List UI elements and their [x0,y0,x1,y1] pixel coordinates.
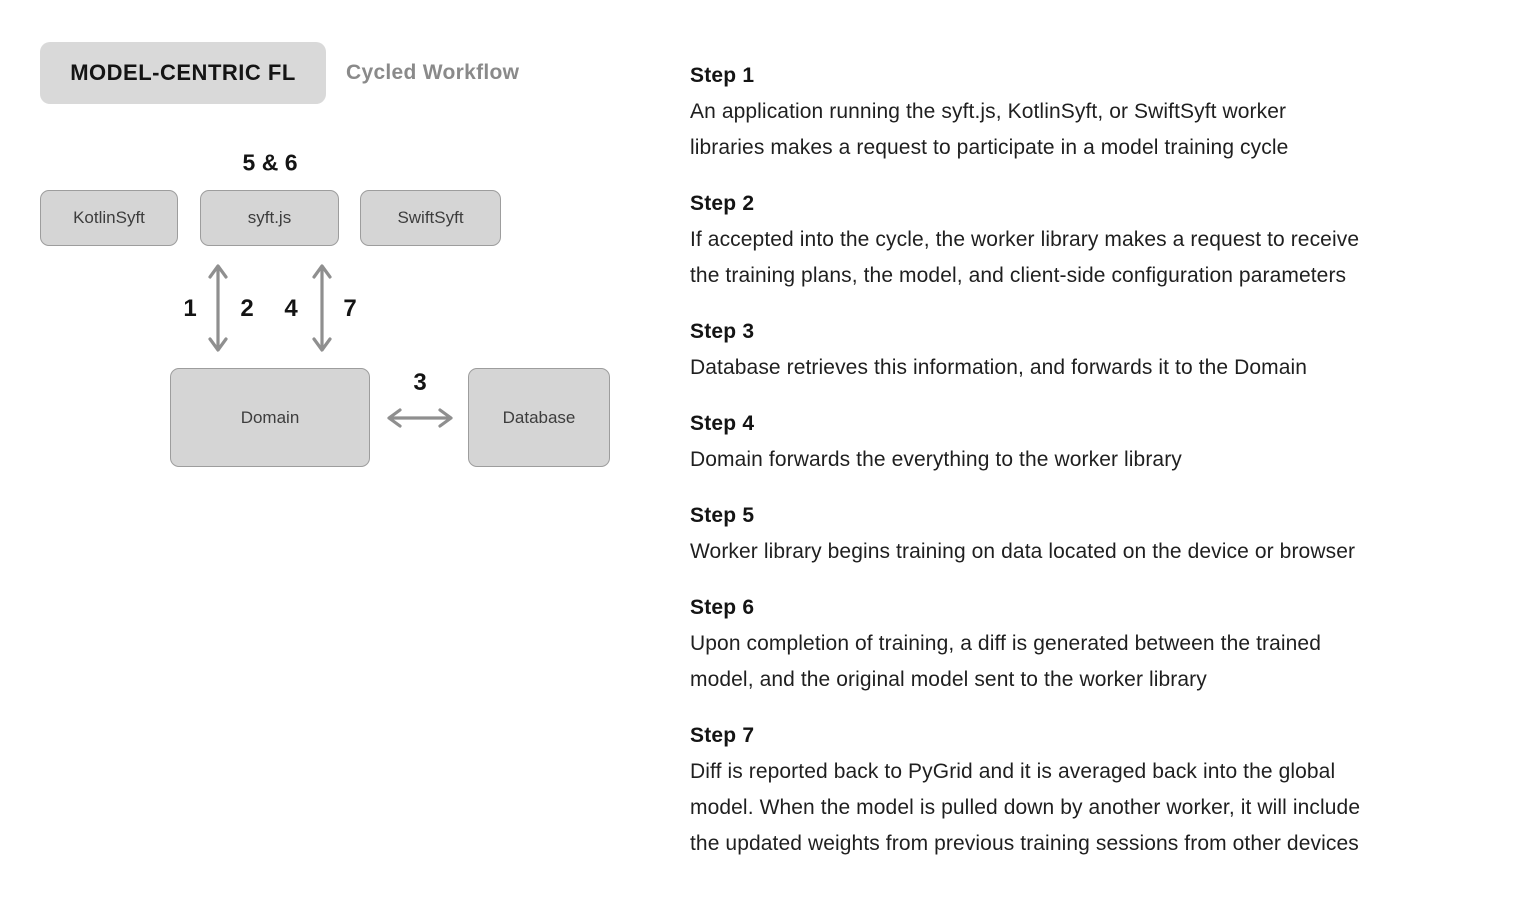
model-centric-fl-badge: MODEL-CENTRIC FL [40,42,326,104]
step-title: Step 7 [690,724,755,747]
step-body: An application running the syft.js, Kotl… [690,100,1289,159]
step-body: If accepted into the cycle, the worker l… [690,228,1360,287]
step-2-label: 2 [240,295,254,322]
node-database: Database [468,368,610,467]
node-syftjs: syft.js [200,190,339,246]
double-arrow-domain-database-icon [387,408,453,428]
step-title: Step 1 [690,64,755,87]
step-1-label: 1 [183,295,197,322]
step-3-label: 3 [413,369,427,396]
step-block-4: Step 4 Domain forwards the everything to… [690,406,1500,478]
node-swiftsyft: SwiftSyft [360,190,501,246]
step-block-5: Step 5 Worker library begins training on… [690,498,1500,570]
step-7-label: 7 [343,295,357,322]
step-block-1: Step 1 An application running the syft.j… [690,58,1500,166]
step-body: Database retrieves this information, and… [690,356,1308,379]
node-kotlinsyft: KotlinSyft [40,190,178,246]
step-body: Domain forwards the everything to the wo… [690,448,1182,471]
step-5-6-label: 5 & 6 [242,149,298,176]
step-4-label: 4 [284,295,298,322]
step-body: Diff is reported back to PyGrid and it i… [690,760,1361,855]
step-title: Step 4 [690,412,755,435]
double-arrow-worker-domain-left-icon [208,264,228,352]
double-arrow-worker-domain-right-icon [312,264,332,352]
node-domain: Domain [170,368,370,467]
step-title: Step 6 [690,596,755,619]
step-title: Step 2 [690,192,755,215]
step-block-2: Step 2 If accepted into the cycle, the w… [690,186,1500,294]
step-block-3: Step 3 Database retrieves this informati… [690,314,1500,386]
step-body: Upon completion of training, a diff is g… [690,632,1321,691]
step-block-6: Step 6 Upon completion of training, a di… [690,590,1500,698]
page-title: Cycled Workflow [346,61,520,84]
steps-list: Step 1 An application running the syft.j… [690,58,1500,862]
step-title: Step 3 [690,320,755,343]
step-block-7: Step 7 Diff is reported back to PyGrid a… [690,718,1500,862]
step-title: Step 5 [690,504,755,527]
step-body: Worker library begins training on data l… [690,540,1356,563]
